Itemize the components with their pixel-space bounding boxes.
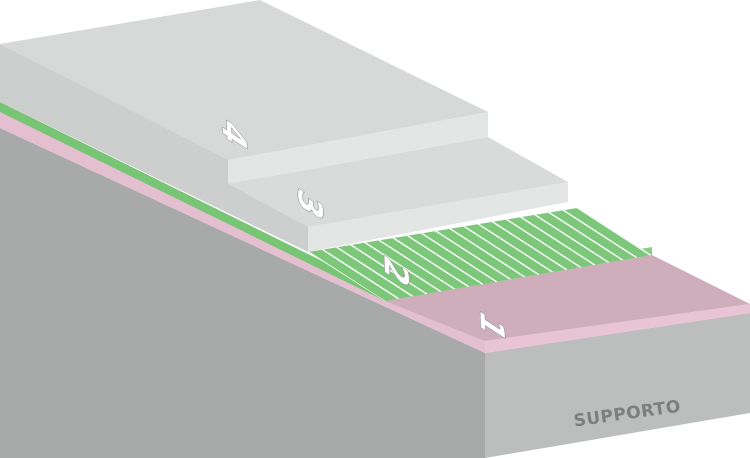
layer-1-top-face [385, 255, 750, 341]
layer-2-stripe [445, 225, 531, 282]
layer-2-stripe [459, 222, 546, 280]
support-block [0, 128, 750, 458]
layer-2-stripe [501, 215, 588, 273]
layer-2 [0, 102, 652, 301]
layer-2-stripe [416, 229, 503, 287]
layer-2-stripe [515, 213, 602, 270]
layer-2-stripe [544, 209, 631, 266]
layer-4 [0, 0, 488, 184]
layer-2-top-face [308, 208, 652, 301]
layer-2-stripe [331, 243, 418, 300]
layer-1-front-edge [485, 304, 750, 353]
layer-2-stripe [374, 236, 461, 294]
layer-2-stripe [530, 211, 616, 268]
layer-2-stripe [473, 220, 560, 277]
support-left-face [0, 128, 485, 458]
support-front-face [485, 313, 750, 458]
layer-2-stripe [558, 208, 645, 263]
layer-1 [0, 112, 750, 353]
layer-2-stripe [346, 241, 432, 298]
layer-2-stripe [431, 227, 517, 284]
layer-2-stripes [308, 208, 652, 301]
layer-2-stripe [317, 246, 404, 301]
layer-4-front-face [228, 112, 488, 184]
layer-2-stripe [402, 232, 489, 289]
layer-2-left-edge [0, 102, 385, 301]
layer-2-stripe [487, 218, 574, 275]
layer-3-top-face [228, 137, 568, 227]
layer-3-front-face [308, 182, 568, 252]
layer-3-left-face [0, 44, 308, 252]
layer-1-left-edge [0, 112, 485, 353]
layer-2-stripe [388, 234, 475, 291]
layer-3 [0, 44, 568, 252]
layer-2-stripe [360, 239, 447, 296]
layer-4-top-face [0, 0, 488, 160]
